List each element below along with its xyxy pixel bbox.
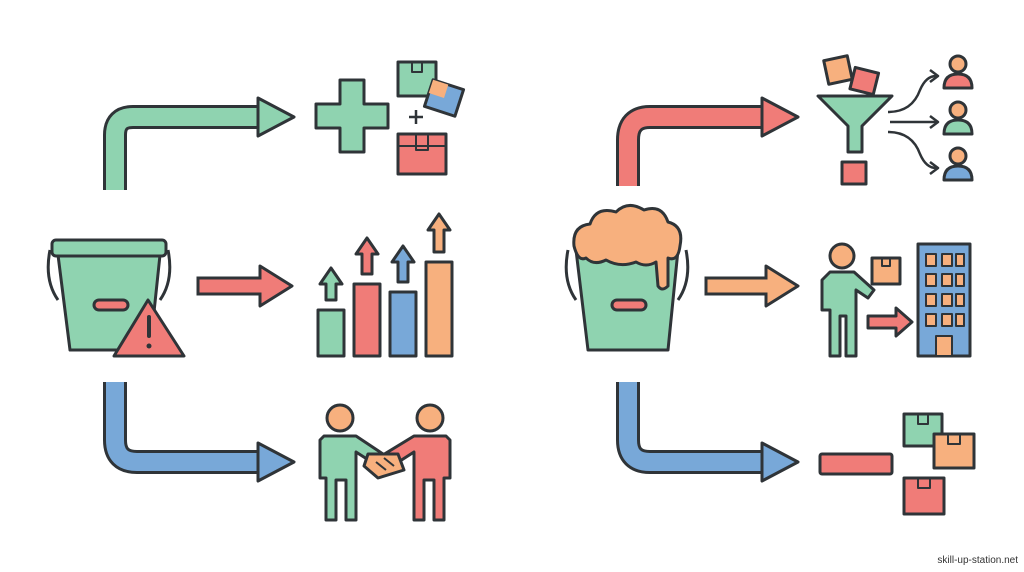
arrow-green-up bbox=[103, 96, 296, 190]
delivery-to-building-icon bbox=[820, 242, 972, 358]
arrow-blue-down-right bbox=[616, 382, 800, 483]
bucket-warning-icon bbox=[46, 238, 186, 358]
funnel-distribution-icon bbox=[816, 54, 974, 186]
handshake-icon bbox=[318, 403, 452, 522]
arrow-orange-right bbox=[704, 264, 800, 308]
arrow-blue-down bbox=[103, 382, 296, 483]
overflowing-bucket-icon bbox=[564, 204, 690, 352]
add-product-icon bbox=[314, 60, 466, 176]
arrow-red-up bbox=[616, 96, 800, 186]
growth-bar-chart-icon bbox=[316, 212, 454, 358]
arrow-red-right bbox=[196, 264, 294, 308]
remove-boxes-icon bbox=[818, 412, 976, 516]
watermark-text: skill-up-station.net bbox=[937, 555, 1018, 566]
